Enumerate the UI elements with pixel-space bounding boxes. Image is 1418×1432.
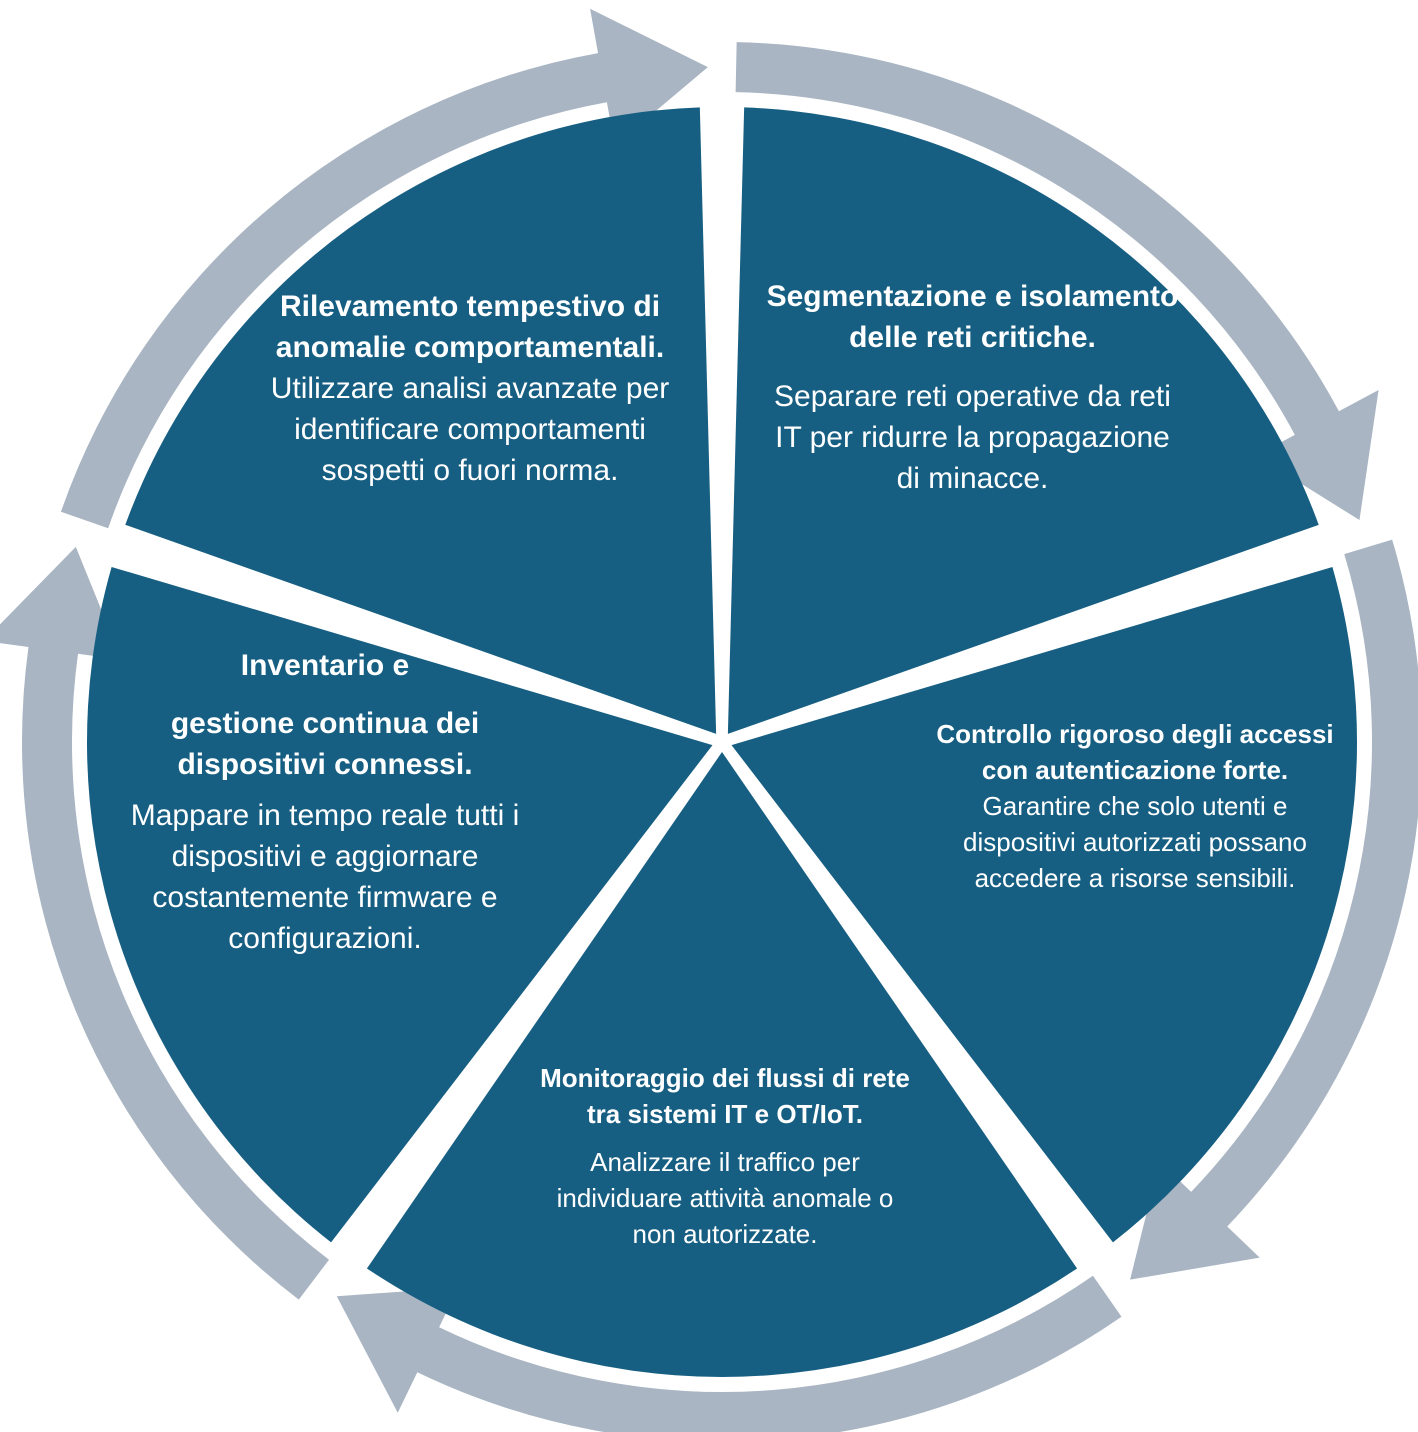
segment-controllo-body: Garantire che solo utenti e dispositivi … bbox=[963, 791, 1307, 893]
segment-inventario-title-line1: Inventario e bbox=[240, 649, 410, 682]
segment-segmentazione-title: Segmentazione e isolamento delle reti cr… bbox=[766, 280, 1179, 354]
segment-segmentazione-wedge bbox=[727, 107, 1319, 734]
segment-segmentazione-text: Segmentazione e isolamento delle reti cr… bbox=[760, 276, 1185, 499]
segment-inventario-wedge bbox=[86, 566, 713, 1243]
cycle-arrow-3 bbox=[336, 1275, 1122, 1432]
cycle-segments bbox=[86, 107, 1357, 1378]
cycle-arrow-1 bbox=[735, 42, 1379, 521]
segment-inventario-title-line2: gestione continua dei dispositivi connes… bbox=[170, 707, 480, 781]
cycle-arrow-5 bbox=[60, 8, 708, 529]
segment-controllo-title: Controllo rigoroso degli accessi con aut… bbox=[936, 719, 1334, 785]
segment-rilevamento-title: Rilevamento tempestivo di anomalie compo… bbox=[275, 290, 665, 364]
cycle-arrow-4 bbox=[0, 546, 330, 1300]
segment-monitoraggio-text: Monitoraggio dei flussi di rete tra sist… bbox=[535, 1060, 915, 1252]
segment-monitoraggio-title: Monitoraggio dei flussi di rete tra sist… bbox=[540, 1063, 910, 1129]
segment-segmentazione-body: Separare reti operative da reti IT per r… bbox=[774, 380, 1171, 495]
segment-monitoraggio-body: Analizzare il traffico per individuare a… bbox=[556, 1147, 894, 1249]
segment-inventario-text: Inventario e gestione continua dei dispo… bbox=[130, 645, 520, 959]
segment-controllo-text: Controllo rigoroso degli accessi con aut… bbox=[935, 716, 1335, 896]
segment-rilevamento-wedge bbox=[125, 107, 717, 734]
segment-inventario-body: Mappare in tempo reale tutti i dispositi… bbox=[130, 799, 520, 955]
cycle-arrows bbox=[0, 8, 1418, 1432]
segment-rilevamento-body: Utilizzare analisi avanzate per identifi… bbox=[270, 372, 670, 487]
segment-rilevamento-text: Rilevamento tempestivo di anomalie compo… bbox=[250, 286, 690, 491]
cycle-arrow-2 bbox=[1130, 539, 1418, 1280]
segment-controllo-wedge bbox=[731, 566, 1357, 1243]
segment-monitoraggio-wedge bbox=[366, 752, 1078, 1378]
